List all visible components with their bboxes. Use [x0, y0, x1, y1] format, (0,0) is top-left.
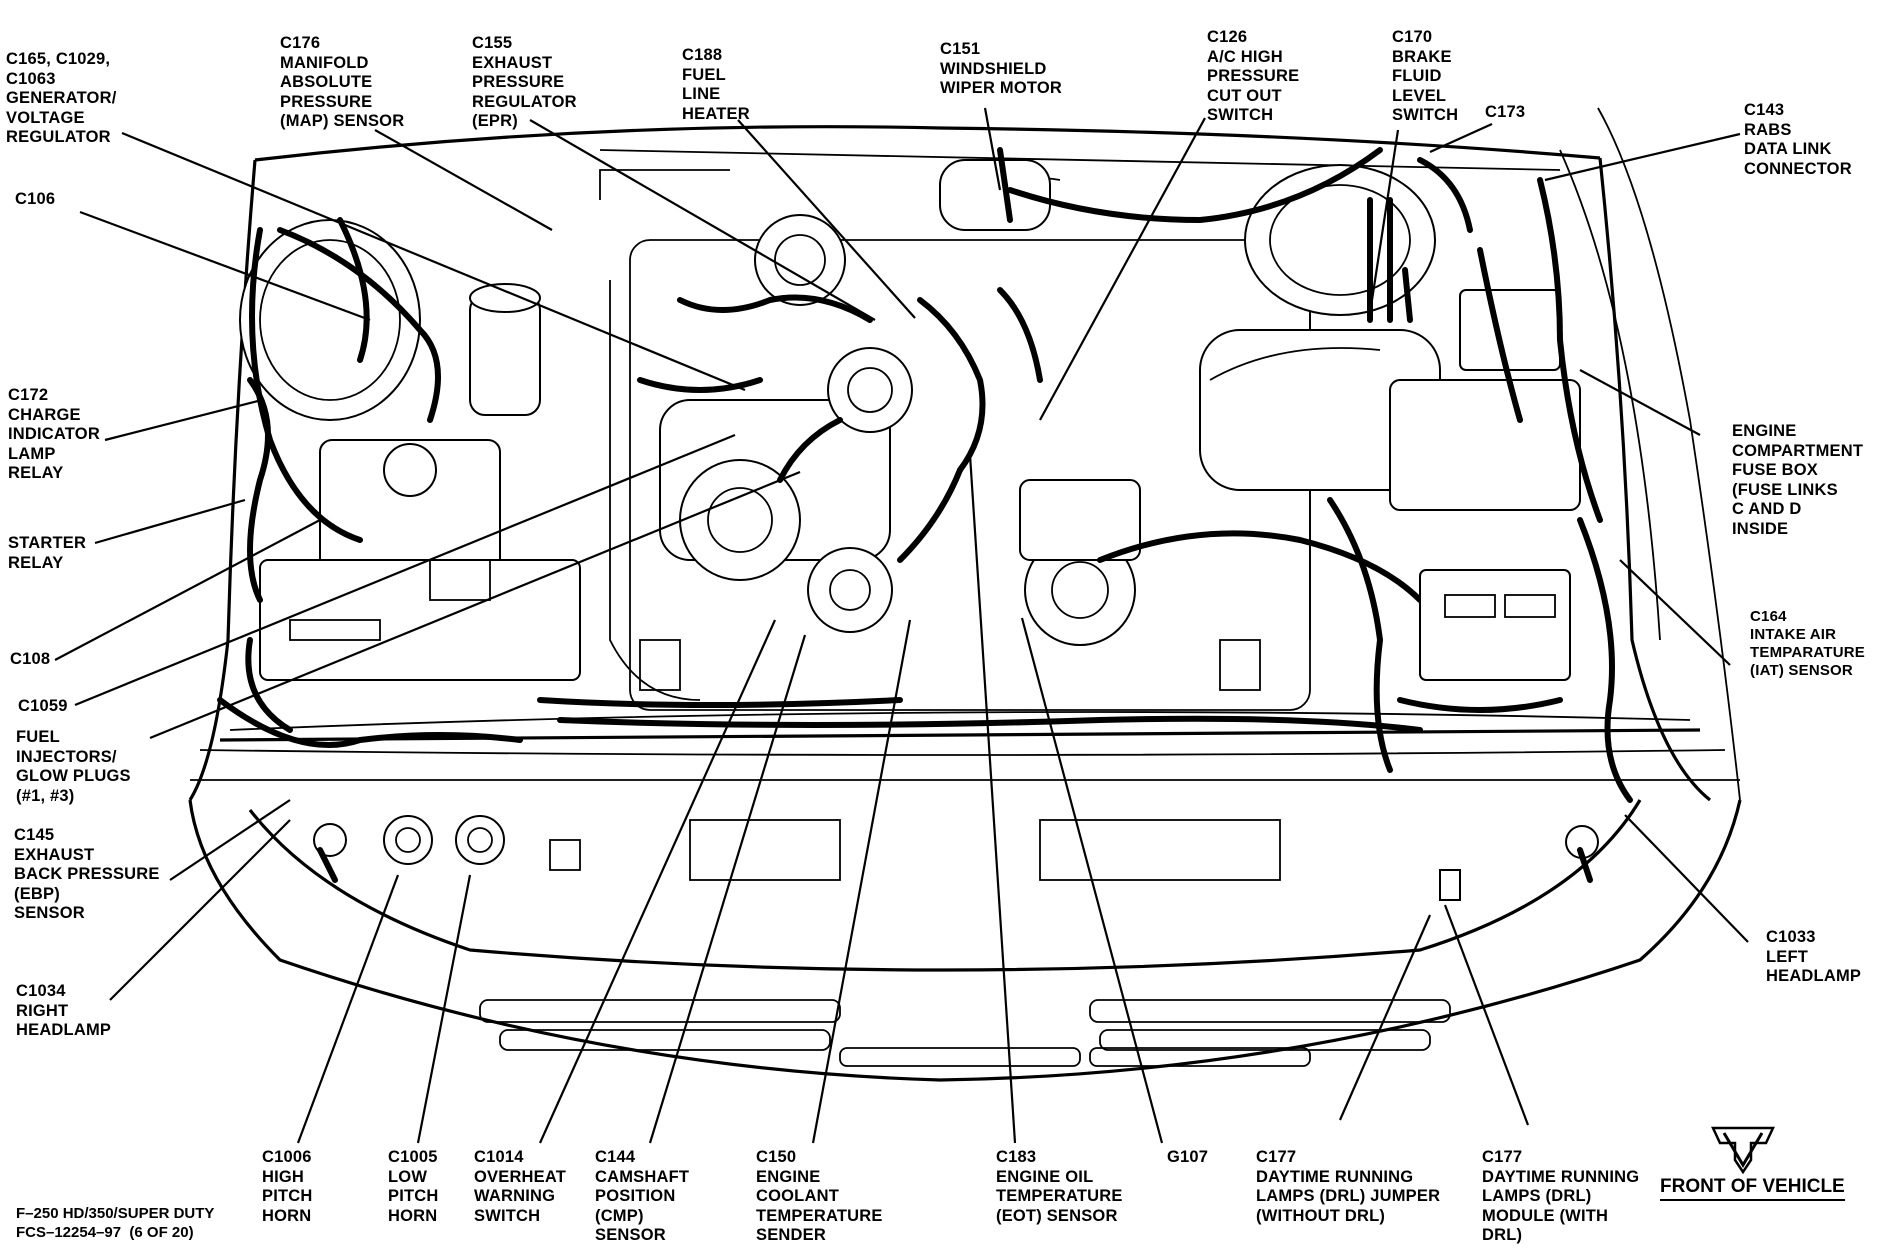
label-starter-relay: STARTER RELAY	[8, 534, 87, 572]
label-c173: C173	[1485, 103, 1526, 121]
label-c143-rabs: C143 RABS DATA LINK CONNECTOR	[1744, 101, 1852, 178]
footer-model: F–250 HD/350/SUPER DUTY	[16, 1205, 215, 1222]
leader-lines	[54, 107, 1749, 1144]
label-c1034-right-headlamp: C1034 RIGHT HEADLAMP	[16, 982, 112, 1039]
label-c1059: C1059	[18, 697, 68, 715]
label-c106: C106	[15, 190, 56, 208]
label-c1033-left-headlamp: C1033 LEFT HEADLAMP	[1766, 928, 1862, 985]
label-c188-fuel-line-heater: C188 FUEL LINE HEATER	[682, 46, 750, 123]
label-engine-fuse-box: ENGINE COMPARTMENT FUSE BOX (FUSE LINKS …	[1732, 422, 1864, 538]
label-c151-wiper-motor: C151 WINDSHIELD WIPER MOTOR	[940, 40, 1062, 97]
label-c177-drl-jumper: C177 DAYTIME RUNNING LAMPS (DRL) JUMPER …	[1256, 1148, 1441, 1225]
label-c1005-low-horn: C1005 LOW PITCH HORN	[388, 1148, 439, 1225]
right-components	[1199, 157, 1633, 901]
label-c1014-overheat-switch: C1014 OVERHEAT WARNING SWITCH	[474, 1148, 567, 1225]
label-c144-cmp-sensor: C144 CAMSHAFT POSITION (CMP) SENSOR	[595, 1148, 690, 1244]
label-c155-epr: C155 EXHAUST PRESSURE REGULATOR (EPR)	[472, 34, 577, 130]
label-c145-ebp-sensor: C145 EXHAUST BACK PRESSURE (EBP) SENSOR	[14, 826, 160, 922]
label-c150-coolant-sender: C150 ENGINE COOLANT TEMPERATURE SENDER	[756, 1148, 883, 1244]
label-c172-charge-relay: C172 CHARGE INDICATOR LAMP RELAY	[8, 386, 100, 482]
label-c164-iat-sensor: C164 INTAKE AIR TEMPARATURE (IAT) SENSOR	[1750, 608, 1865, 679]
label-g107: G107	[1167, 1148, 1209, 1166]
label-c1006-high-horn: C1006 HIGH PITCH HORN	[262, 1148, 313, 1225]
left-components	[217, 217, 581, 883]
engine-block	[537, 169, 1423, 733]
label-c108: C108	[10, 650, 51, 668]
label-fuel-injectors: FUEL INJECTORS/ GLOW PLUGS (#1, #3)	[16, 728, 131, 805]
footer-code: FCS–12254–97 (6 OF 20)	[16, 1224, 194, 1241]
label-c165-generator: C165, C1029, C1063 GENERATOR/ VOLTAGE RE…	[6, 50, 117, 146]
wiper-motor-area	[939, 147, 1383, 231]
front-arrow-icon	[1711, 1126, 1775, 1175]
label-c177-drl-module: C177 DAYTIME RUNNING LAMPS (DRL) MODULE …	[1482, 1148, 1640, 1244]
label-c170-brake-fluid: C170 BRAKE FLUID LEVEL SWITCH	[1392, 28, 1459, 124]
label-c176-map-sensor: C176 MANIFOLD ABSOLUTE PRESSURE (MAP) SE…	[280, 34, 405, 130]
label-c126-ac-switch: C126 A/C HIGH PRESSURE CUT OUT SWITCH	[1207, 28, 1300, 124]
front-of-vehicle-label: FRONT OF VEHICLE	[1660, 1176, 1845, 1201]
label-c183-eot-sensor: C183 ENGINE OIL TEMPERATURE (EOT) SENSOR	[996, 1148, 1123, 1225]
